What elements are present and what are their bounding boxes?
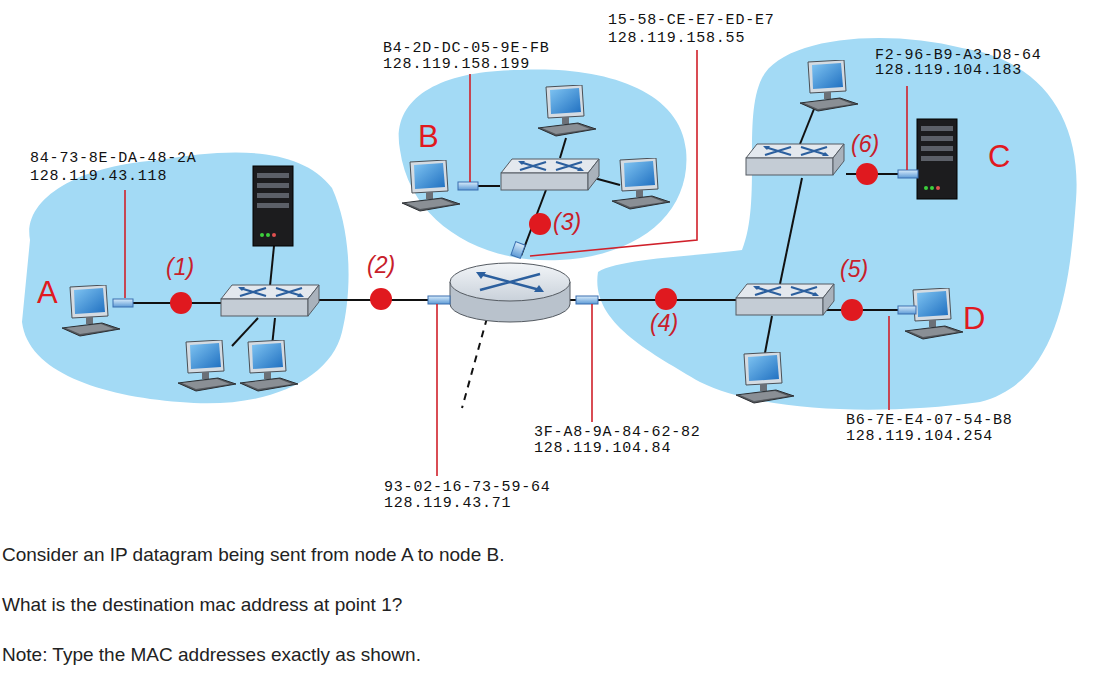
node-letter: B: [418, 121, 439, 152]
mac-address: 3F-A8-9A-84-62-82: [534, 425, 701, 440]
link-wire: [764, 316, 772, 358]
router-symbol: [450, 263, 570, 301]
callout-number: (5): [840, 258, 868, 281]
switch-symbol: [221, 144, 844, 316]
subnet-cloud: [597, 38, 1076, 410]
leader-line: [469, 74, 471, 182]
callout-number: (4): [650, 312, 678, 335]
server-symbol: [253, 119, 957, 246]
question-text: What is the destination mac address at p…: [2, 595, 402, 614]
link-wire: [594, 178, 620, 185]
ip-address: 128.119.43.71: [384, 496, 511, 511]
interface-adapter: [113, 170, 918, 314]
interface-adapter: [458, 182, 478, 190]
host-computer: [62, 285, 120, 336]
link-wire: [560, 138, 566, 158]
leader-line: [124, 190, 126, 298]
switch-symbol: [736, 284, 834, 315]
mac-address: F2-96-B9-A3-D8-64: [875, 48, 1042, 63]
host-computer: [402, 160, 460, 211]
callout-number: (6): [851, 133, 879, 156]
switch-symbol: [501, 159, 599, 190]
ip-address: 128.119.104.183: [875, 63, 1022, 78]
leader-line: [530, 50, 697, 256]
router-symbol: [534, 285, 544, 292]
mac-address: B6-7E-E4-07-54-B8: [846, 413, 1013, 428]
router-symbol: [480, 274, 540, 290]
measurement-point: [170, 163, 878, 321]
leader-line: [436, 304, 438, 476]
node-letter: A: [37, 277, 58, 308]
router-symbol: [476, 272, 486, 279]
node-letter: C: [988, 141, 1010, 172]
question-text: Note: Type the MAC addresses exactly as …: [2, 645, 421, 664]
interface-adapter: [511, 242, 525, 259]
host-computer: [62, 60, 963, 403]
link-wire: [800, 104, 816, 144]
measurement-point: [170, 292, 192, 314]
node-letter: D: [963, 303, 985, 334]
host-computer: [612, 158, 670, 209]
callout-number: (3): [553, 211, 581, 234]
question-text: Consider an IP datagram being sent from …: [2, 545, 504, 564]
leader-line: [906, 86, 908, 170]
switch-symbol: [746, 144, 844, 175]
link-wire: [270, 246, 274, 286]
ip-address: 128.119.43.118: [30, 169, 167, 184]
mac-address: B4-2D-DC-05-9E-FB: [383, 41, 550, 56]
ip-address: 128.119.104.254: [846, 429, 993, 444]
measurement-point: [370, 288, 392, 310]
ip-address: 128.119.104.84: [534, 441, 671, 456]
server-symbol: [917, 119, 957, 199]
ip-address: 128.119.158.55: [608, 31, 745, 46]
host-computer: [736, 352, 794, 403]
mac-address: 93-02-16-73-59-64: [384, 480, 551, 495]
subnet-cloud: [22, 153, 349, 404]
link-wire: [826, 309, 905, 311]
host-computer: [178, 340, 236, 391]
interface-adapter: [898, 306, 916, 314]
mac-address: 15-58-CE-E7-ED-E7: [608, 13, 775, 28]
host-computer: [240, 340, 298, 391]
measurement-point: [655, 288, 677, 310]
callout-number: (1): [166, 256, 194, 279]
measurement-point: [841, 299, 863, 321]
host-computer: [800, 60, 858, 111]
interface-adapter: [898, 170, 918, 178]
link-wire: [780, 178, 802, 284]
leader-line: [591, 304, 593, 422]
leader-line: [125, 50, 907, 476]
link-wire: [462, 318, 487, 408]
subnet-cloud: [399, 70, 687, 261]
router-symbol: [450, 263, 570, 322]
leader-line: [888, 316, 890, 410]
measurement-point: [529, 213, 551, 235]
ip-address: 128.119.158.199: [383, 57, 530, 72]
callout-number: (2): [367, 254, 395, 277]
switch-symbol: [221, 285, 319, 316]
host-computer: [538, 85, 596, 136]
subnet-cloud: [22, 38, 1077, 410]
interface-adapter: [428, 296, 450, 304]
measurement-point: [856, 163, 878, 185]
interface-adapter: [113, 299, 133, 307]
server-symbol: [253, 166, 293, 246]
link-wire: [125, 104, 905, 408]
interface-adapter: [576, 296, 598, 304]
mac-address: 84-73-8E-DA-48-2A: [30, 151, 197, 166]
